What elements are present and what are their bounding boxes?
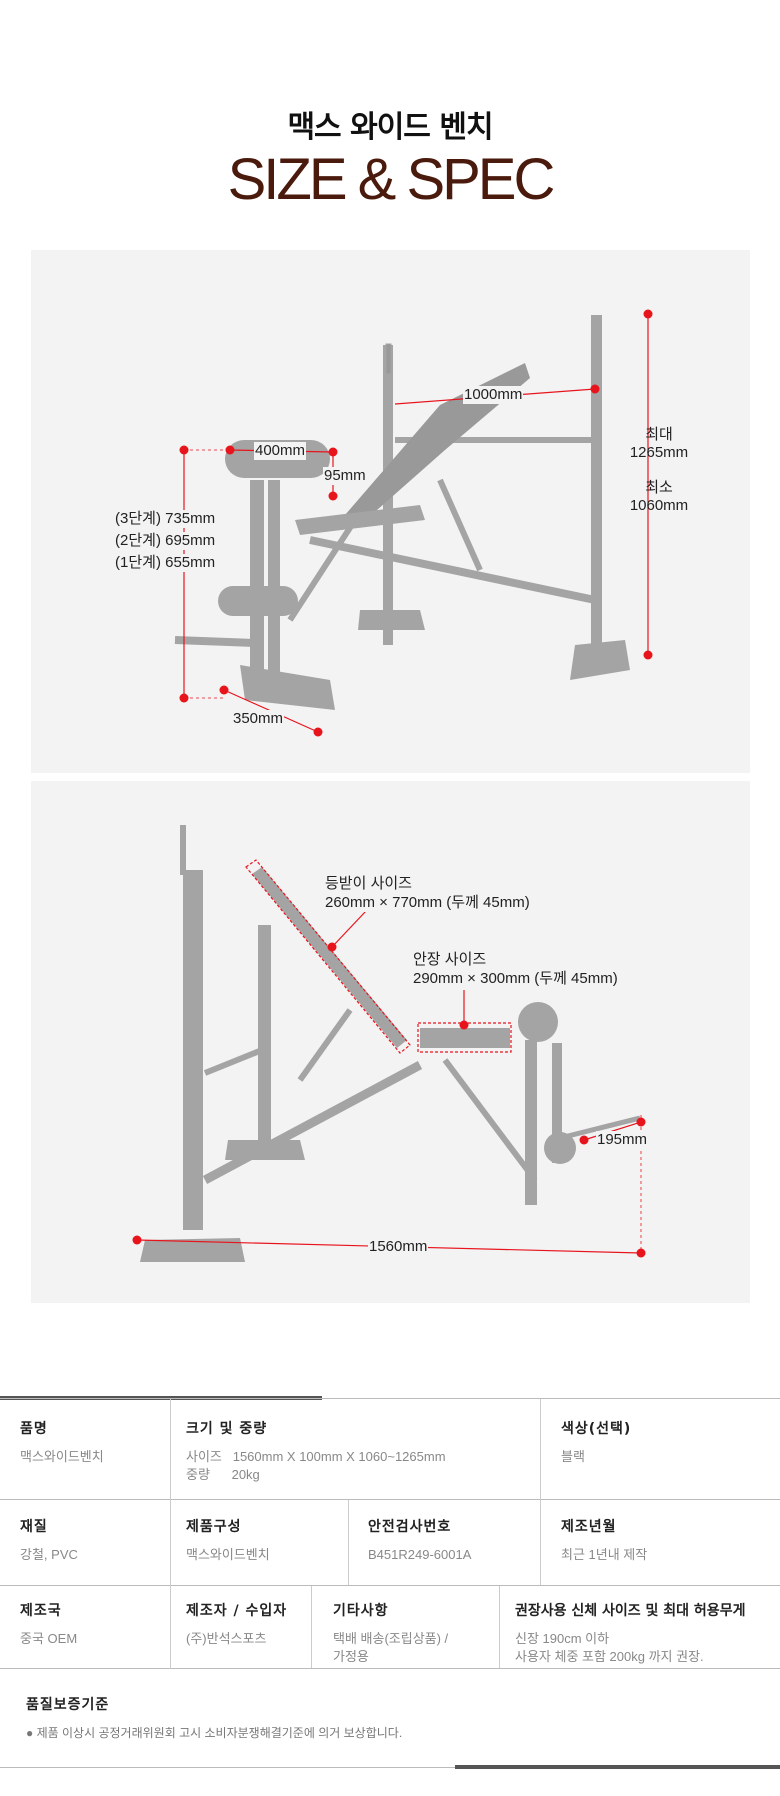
- table-bottom-accent-bar: [455, 1765, 780, 1769]
- backrest-size-value: 260mm × 770mm (두께 45mm): [324, 894, 531, 912]
- divider: [0, 1585, 780, 1586]
- side-dimension-lines: [132, 859, 646, 1258]
- spec-label: 색상(선택): [561, 1421, 632, 1437]
- min-height-value: 1060mm: [629, 497, 689, 514]
- divider: [540, 1399, 541, 1585]
- spec-value: 중국 OEM: [20, 1631, 78, 1646]
- divider: [0, 1668, 780, 1669]
- weight-value: 중량 20kg: [186, 1467, 260, 1482]
- divider: [0, 1398, 780, 1399]
- width-label: 1000mm: [463, 386, 524, 404]
- quality-title: 품질보증기준: [26, 1697, 110, 1713]
- seat-size-title: 안장 사이즈: [412, 951, 488, 969]
- bench-side-illustration: [140, 825, 641, 1262]
- spec-value: 최근 1년내 제작: [561, 1547, 648, 1562]
- spec-label: 재질: [20, 1519, 48, 1535]
- spec-label: 품명: [20, 1421, 48, 1437]
- rec-value-line: 신장 190cm 이하: [515, 1631, 610, 1646]
- product-title: 맥스 와이드 벤치: [287, 110, 493, 145]
- spec-value: 택배 배송(조립상품) / 가정용: [333, 1630, 448, 1666]
- divider: [348, 1500, 349, 1585]
- max-height-value: 1265mm: [629, 444, 689, 461]
- front-dimension-lines: [179, 309, 653, 737]
- spec-value: 맥스와이드벤치: [20, 1449, 104, 1464]
- size-value: 사이즈 1560mm X 100mm X 1060~1265mm: [186, 1449, 446, 1464]
- leg-extension-label: 195mm: [596, 1131, 649, 1149]
- height-level-3: (3단계) 735mm: [114, 510, 217, 528]
- spec-label: 크기 및 중량: [186, 1421, 268, 1437]
- spec-safety: 안전검사번호 B451R249-6001A: [368, 1516, 471, 1564]
- quality-text-row: ● 제품 이상시 공정거래위원회 고시 소비자분쟁해결기준에 의거 보상합니다.: [26, 1724, 402, 1742]
- bench-diagrams: [132, 309, 653, 1262]
- rec-value-line: 사용자 체중 포함 200kg 까지 권장.: [515, 1649, 704, 1664]
- etc-value-line: 택배 배송(조립상품) /: [333, 1631, 449, 1646]
- etc-value-line: 가정용: [333, 1649, 369, 1664]
- quality-section: 품질보증기준 ● 제품 이상시 공정거래위원회 고시 소비자분쟁해결기준에 의거…: [26, 1694, 402, 1742]
- spec-value: 강철, PVC: [20, 1547, 78, 1562]
- base-depth-label: 350mm: [232, 710, 285, 728]
- backrest-size-title: 등받이 사이즈: [324, 875, 413, 893]
- quality-text: 제품 이상시 공정거래위원회 고시 소비자분쟁해결기준에 의거 보상합니다.: [36, 1726, 403, 1740]
- spec-label: 권장사용 신체 사이즈 및 최대 허용무게: [515, 1603, 746, 1619]
- spec-label: 제조국: [20, 1603, 62, 1619]
- spec-label: 제조자 / 수입자: [186, 1603, 288, 1619]
- spec-value: 맥스와이드벤치: [186, 1547, 270, 1562]
- backrest-outline: [245, 859, 411, 1054]
- spec-maker: 제조자 / 수입자 (주)반석스포츠: [186, 1600, 287, 1648]
- spec-label: 제조년월: [561, 1519, 617, 1535]
- pad-diameter-label: 95mm: [323, 467, 367, 485]
- pad-length-label: 400mm: [254, 442, 307, 460]
- spec-value: (주)반석스포츠: [186, 1631, 267, 1646]
- height-level-2: (2단계) 695mm: [114, 532, 217, 550]
- spec-label: 제품구성: [186, 1519, 242, 1535]
- height-level-1: (1단계) 655mm: [114, 554, 217, 572]
- section-title: SIZE & SPEC: [227, 147, 556, 212]
- spec-value: B451R249-6001A: [368, 1547, 472, 1562]
- divider: [0, 1767, 780, 1768]
- min-height-caption: 최소: [645, 479, 673, 496]
- divider: [0, 1499, 780, 1500]
- spec-value: 블랙: [561, 1449, 585, 1464]
- bench-front-illustration: [174, 315, 630, 710]
- spec-color: 색상(선택) 블랙: [561, 1418, 631, 1466]
- bullet-icon: ●: [26, 1726, 37, 1740]
- spec-label: 안전검사번호: [368, 1519, 452, 1535]
- total-length-label: 1560mm: [368, 1238, 429, 1256]
- seat-size-value: 290mm × 300mm (두께 45mm): [412, 970, 619, 988]
- spec-value: 사이즈 1560mm X 100mm X 1060~1265mm 중량 20kg: [186, 1448, 446, 1484]
- divider: [170, 1399, 171, 1669]
- divider: [499, 1586, 500, 1668]
- spec-label: 기타사항: [333, 1603, 389, 1619]
- divider: [311, 1586, 312, 1668]
- max-height-caption: 최대: [645, 426, 673, 443]
